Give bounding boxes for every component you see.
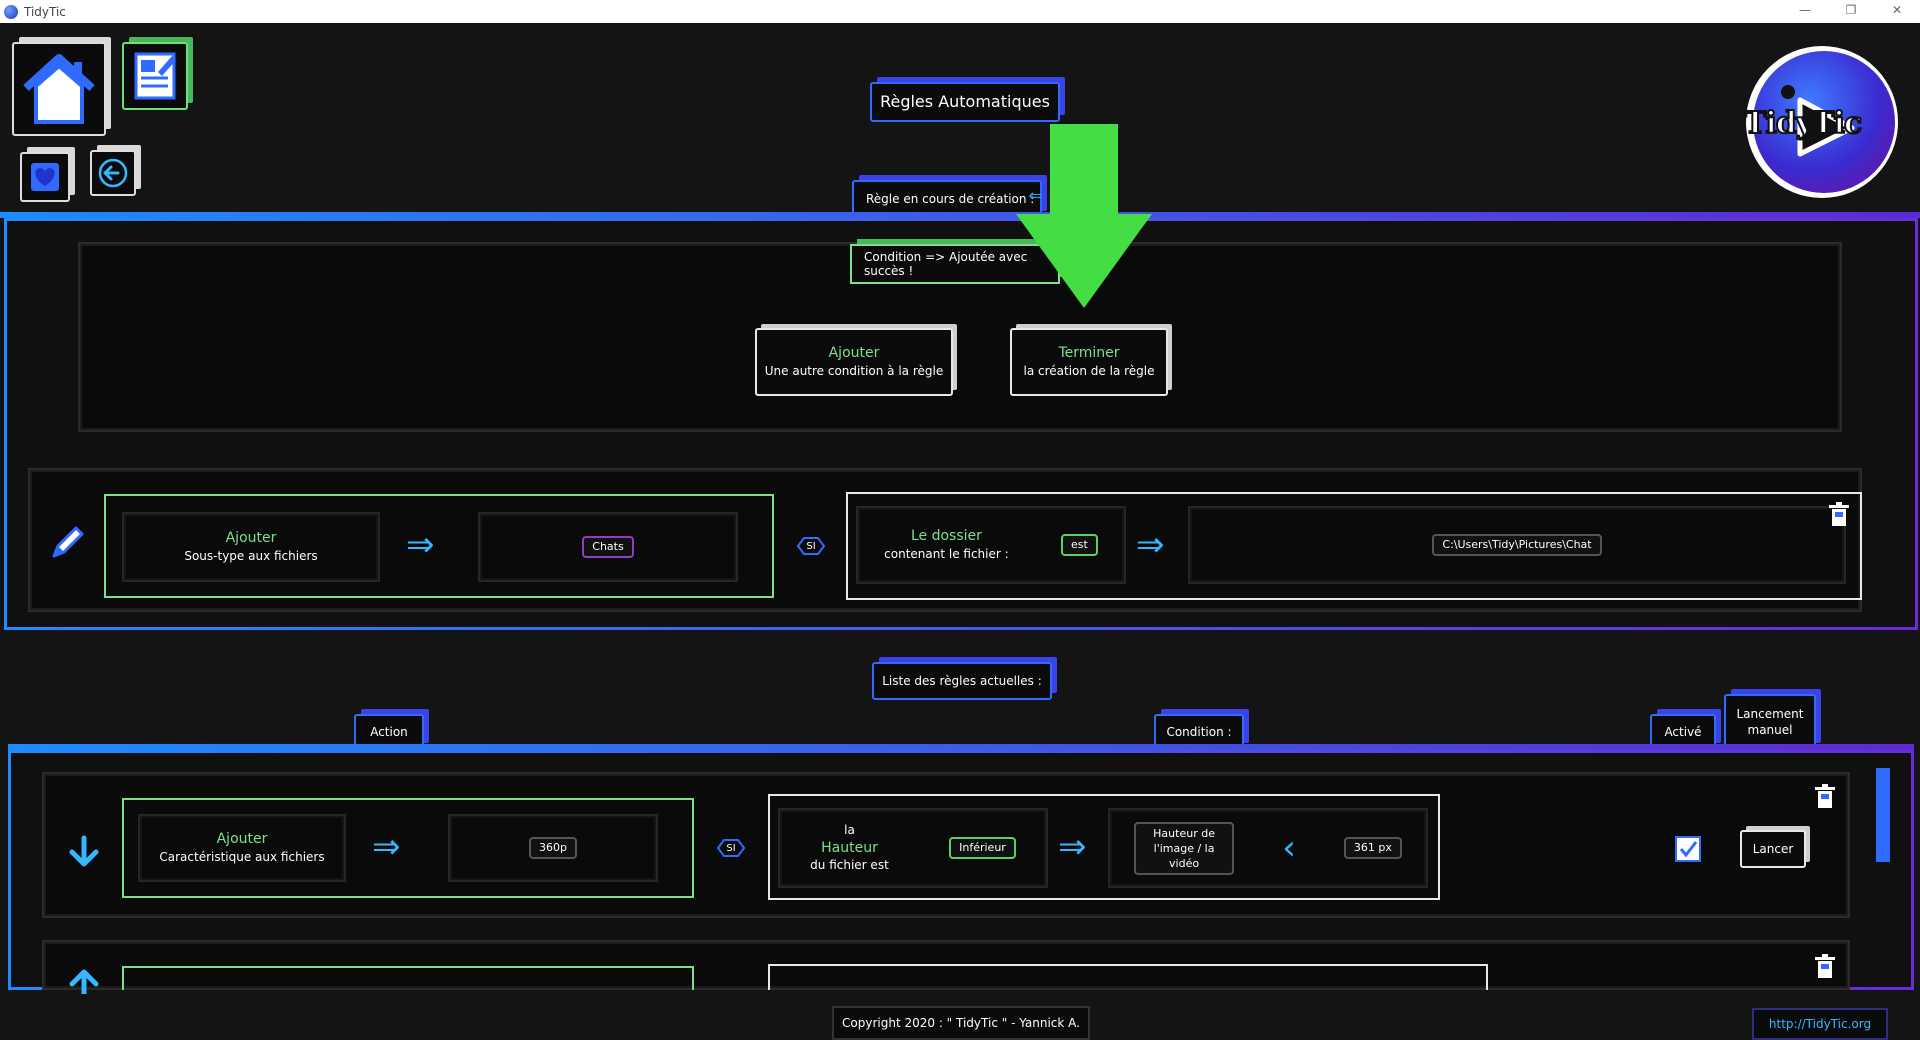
row-condition-operator[interactable]: Inférieur <box>949 837 1016 859</box>
home-icon <box>23 54 95 124</box>
creation-condition-value-cell[interactable]: C:\Users\Tidy\Pictures\Chat <box>1188 506 1846 584</box>
add-condition-button[interactable]: Ajouter Une autre condition à la règle <box>755 328 953 396</box>
creation-action-type[interactable]: Ajouter Sous-type aux fichiers <box>122 512 380 582</box>
edit-hint-icon: ⇐ <box>1028 186 1042 205</box>
creation-condition-value: C:\Users\Tidy\Pictures\Chat <box>1432 534 1602 556</box>
active-checkbox-icon[interactable] <box>1674 835 1702 863</box>
row-action-group <box>122 798 694 898</box>
page-title: Règles Automatiques <box>870 82 1060 122</box>
copyright-label: Copyright 2020 : " TidyTic " - Yannick A… <box>832 1006 1090 1040</box>
list-scrollbar-thumb[interactable] <box>1876 768 1890 862</box>
finish-rule-button[interactable]: Terminer la création de la règle <box>1010 328 1168 396</box>
list-tab-label: Liste des règles actuelles : <box>872 662 1052 700</box>
row-condition-arrow-icon: ⇒ <box>1058 827 1087 867</box>
row-action-arrow-icon: ⇒ <box>372 827 401 867</box>
window-titlebar: TidyTic — ❐ ✕ <box>0 0 1920 23</box>
creation-si-badge: SI <box>796 536 826 556</box>
move-up-icon[interactable] <box>64 964 104 994</box>
creation-action-group <box>104 494 774 598</box>
row-trash-icon[interactable] <box>1810 782 1840 812</box>
creation-condition-group <box>846 492 1862 600</box>
creation-condition-field[interactable]: Le dossier contenant le fichier : est <box>856 506 1126 584</box>
edit-rules-button[interactable] <box>122 42 188 110</box>
minimize-button[interactable]: — <box>1799 3 1811 17</box>
comparison-less-icon: ‹ <box>1282 828 1296 868</box>
pencil-icon <box>52 526 84 558</box>
website-link[interactable]: http://TidyTic.org <box>1752 1008 1888 1040</box>
creation-condition-arrow-icon: ⇒ <box>1136 525 1165 565</box>
move-down-icon[interactable] <box>64 832 104 872</box>
back-button[interactable] <box>90 150 136 196</box>
close-button[interactable]: ✕ <box>1891 3 1903 17</box>
heart-icon <box>31 163 59 191</box>
row-condition-field[interactable]: la Hauteur du fichier est Inférieur <box>778 808 1048 888</box>
row-condition-value: 361 px <box>1343 837 1402 859</box>
tidytic-logo: TidyTic <box>1742 42 1902 202</box>
creation-action-value: Chats <box>582 536 634 558</box>
window-title: TidyTic <box>24 4 66 19</box>
list-panel-topbar <box>8 744 1914 750</box>
run-rule-button[interactable]: Lancer <box>1740 830 1806 868</box>
row-action-value-cell[interactable]: 360p <box>448 814 658 882</box>
favorites-button[interactable] <box>20 152 70 202</box>
row2-condition-group <box>768 964 1488 990</box>
creation-condition-operator[interactable]: est <box>1061 534 1098 556</box>
creation-action-value-cell[interactable]: Chats <box>478 512 738 582</box>
row2-action-group <box>122 966 694 990</box>
maximize-button[interactable]: ❐ <box>1845 3 1857 17</box>
row-si-badge: SI <box>716 838 746 858</box>
row-condition-target: Hauteur de l'image / la vidéo <box>1134 821 1235 875</box>
home-button[interactable] <box>12 42 106 136</box>
condition-status-label: Condition => Ajoutée avec succès ! <box>850 244 1060 284</box>
row-action-type[interactable]: Ajouter Caractéristique aux fichiers <box>138 814 346 882</box>
row2-trash-icon[interactable] <box>1810 952 1840 982</box>
row-action-value: 360p <box>529 837 577 859</box>
arrow-left-icon <box>98 158 128 188</box>
trash-icon[interactable] <box>1824 500 1854 530</box>
logo-text: TidyTic <box>1743 105 1863 142</box>
row-condition-value-cell[interactable]: Hauteur de l'image / la vidéo ‹ 361 px <box>1108 808 1428 888</box>
edit-document-icon <box>134 52 176 100</box>
app-icon <box>4 4 18 19</box>
row-condition-group <box>768 794 1440 900</box>
col-manual-tab: Lancement manuel <box>1724 694 1816 750</box>
creation-panel-topbar <box>0 212 1920 218</box>
window-controls: — ❐ ✕ <box>1782 0 1920 23</box>
creation-action-arrow-icon: ⇒ <box>406 525 435 565</box>
big-down-arrow-icon <box>1016 124 1152 308</box>
